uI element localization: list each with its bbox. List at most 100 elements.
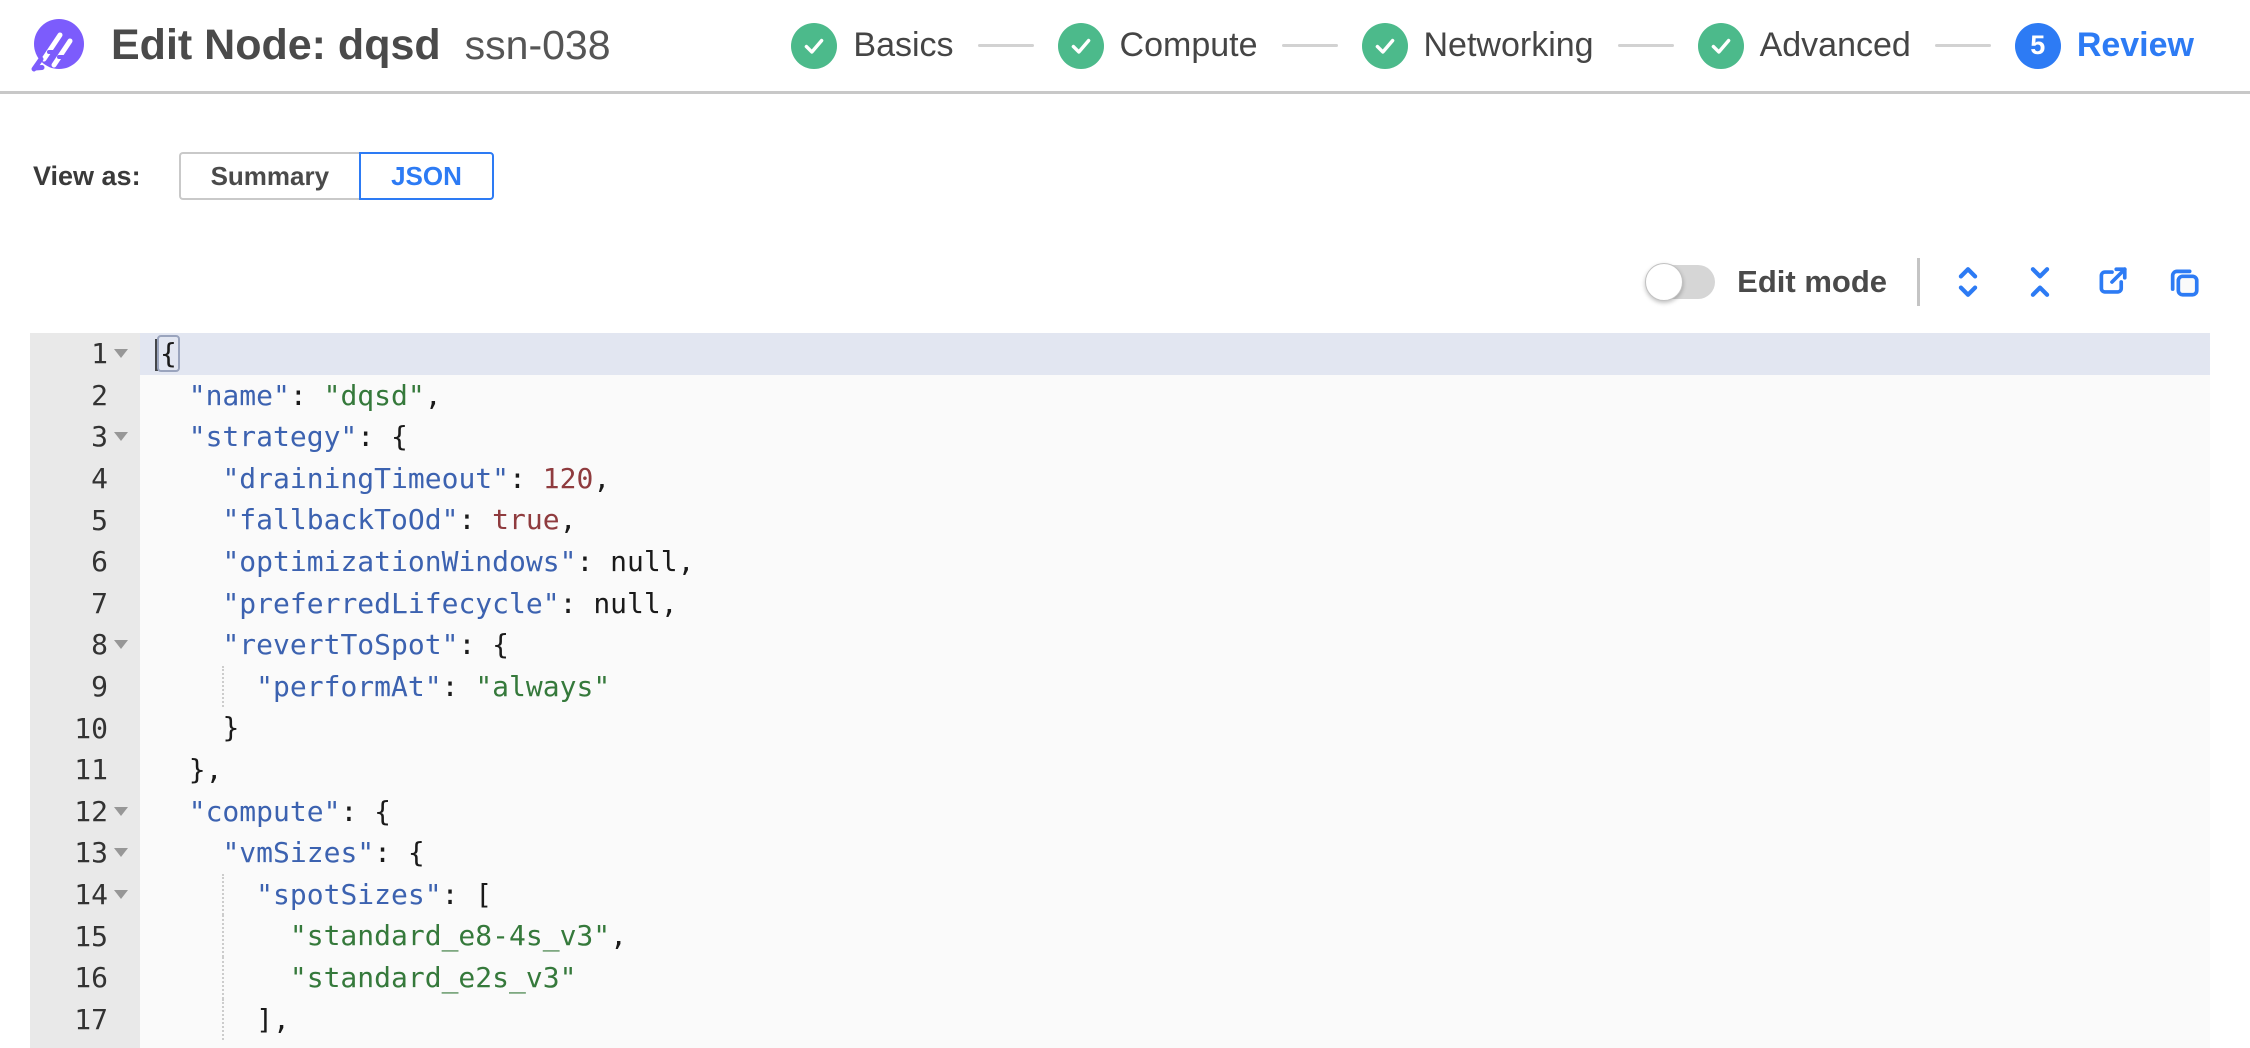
step-check-icon	[1697, 22, 1744, 69]
fold-toggle-icon[interactable]	[108, 333, 134, 375]
fold-toggle-icon[interactable]	[108, 416, 134, 458]
line-number: 15	[74, 919, 108, 953]
step-label: Compute	[1119, 26, 1258, 64]
gutter-row: 5	[30, 499, 140, 541]
summary-view-button[interactable]: Summary	[178, 152, 360, 200]
line-number: 5	[91, 503, 108, 537]
line-number: 10	[74, 711, 108, 745]
step-label: Basics	[853, 26, 954, 64]
line-number: 8	[91, 628, 108, 662]
line-number: 14	[74, 878, 108, 912]
fold-slot	[108, 666, 134, 708]
gutter-row: 15	[30, 915, 140, 957]
view-as-row: View as: Summary JSON	[33, 152, 494, 200]
gutter-row: 16	[30, 957, 140, 999]
code-line: "optimizationWindows": null,	[222, 544, 695, 578]
step-networking[interactable]: Networking	[1361, 22, 1594, 69]
edit-mode-toggle-knob[interactable]	[1645, 263, 1684, 301]
indent-guide	[222, 665, 224, 708]
code-line: "compute": {	[188, 794, 392, 828]
gutter-row: 17	[30, 999, 140, 1041]
step-connector	[1617, 44, 1674, 47]
toolbar-icons	[1950, 264, 2202, 300]
step-compute[interactable]: Compute	[1057, 22, 1258, 69]
gutter-row: 10	[30, 707, 140, 749]
code-line: "name": "dqsd",	[188, 378, 442, 412]
fold-slot	[108, 749, 134, 791]
json-toolbar: Edit mode	[1645, 252, 2202, 312]
fold-slot	[108, 499, 134, 541]
step-review[interactable]: 5 Review	[2014, 22, 2194, 69]
line-number: 16	[74, 961, 108, 995]
fold-toggle-icon[interactable]	[108, 832, 134, 874]
wizard-stepper: Basics Compute Networking Advanced 5 Review	[791, 22, 2194, 69]
code-line: "spotSizes": [	[140, 873, 2210, 916]
line-number: 13	[74, 836, 108, 870]
editor-code-area[interactable]: { "name": "dqsd", "strategy": { "drainin…	[140, 333, 2210, 1048]
gutter-row: 12	[30, 791, 140, 833]
line-number: 11	[74, 753, 108, 787]
step-check-icon	[1361, 22, 1408, 69]
code-line: "standard_e2s_v3"	[140, 956, 2210, 999]
code-line: "revertToSpot": {	[222, 628, 510, 662]
fold-slot	[108, 957, 134, 999]
indent-guide	[222, 873, 224, 916]
step-label: Review	[2076, 26, 2194, 64]
step-advanced[interactable]: Advanced	[1697, 22, 1911, 69]
step-basics[interactable]: Basics	[791, 22, 954, 69]
step-check-icon	[1057, 22, 1104, 69]
step-label: Networking	[1423, 26, 1594, 64]
gutter-row: 13	[30, 832, 140, 874]
view-as-label: View as:	[33, 160, 141, 191]
code-line: "drainingTimeout": 120,	[222, 461, 611, 495]
code-line: }	[222, 711, 240, 745]
line-number: 1	[91, 337, 108, 371]
line-number: 12	[74, 794, 108, 828]
fold-toggle-icon[interactable]	[108, 624, 134, 666]
gutter-row: 11	[30, 749, 140, 791]
code-line: "performAt": "always"	[140, 665, 2210, 708]
fold-slot	[108, 541, 134, 583]
fold-toggle-icon[interactable]	[108, 874, 134, 916]
code-line: ],	[140, 998, 2210, 1041]
code-line: },	[188, 752, 223, 786]
fold-slot	[108, 458, 134, 500]
gutter-row: 14	[30, 874, 140, 916]
indent-guide	[222, 956, 224, 999]
line-number: 4	[91, 462, 108, 496]
code-line: "standard_e8-4s_v3",	[140, 915, 2210, 957]
step-check-icon	[791, 22, 838, 69]
spot-logo-icon	[31, 18, 84, 71]
copy-icon[interactable]	[2166, 264, 2202, 300]
step-connector	[977, 44, 1034, 47]
fold-toggle-icon[interactable]	[108, 791, 134, 833]
edit-mode-label: Edit mode	[1737, 264, 1887, 299]
expand-all-icon[interactable]	[1950, 264, 1986, 300]
code-line: "vmSizes": {	[222, 836, 425, 870]
view-as-segmented-control: Summary JSON	[178, 152, 494, 200]
page-title: Edit Node: dqsd	[111, 21, 441, 69]
line-number: 9	[91, 670, 108, 704]
step-connector	[1281, 44, 1338, 47]
fold-slot	[108, 915, 134, 957]
fold-slot	[108, 999, 134, 1041]
json-view-button[interactable]: JSON	[359, 152, 494, 200]
collapse-all-icon[interactable]	[2022, 264, 2058, 300]
indent-guide	[222, 915, 224, 957]
step-number-badge: 5	[2014, 22, 2061, 69]
export-icon[interactable]	[2094, 264, 2130, 300]
fold-slot	[108, 583, 134, 625]
gutter-row: 6	[30, 541, 140, 583]
gutter-row: 4	[30, 458, 140, 500]
code-line: "fallbackToOd": true,	[222, 503, 577, 537]
indent-guide	[222, 998, 224, 1041]
gutter-row: 2	[30, 375, 140, 417]
line-number: 2	[91, 378, 108, 412]
edit-mode-toggle[interactable]	[1645, 263, 1716, 301]
gutter-row: 9	[30, 666, 140, 708]
step-label: Advanced	[1759, 26, 1911, 64]
line-number: 3	[91, 420, 108, 454]
node-id: ssn-038	[464, 22, 611, 68]
